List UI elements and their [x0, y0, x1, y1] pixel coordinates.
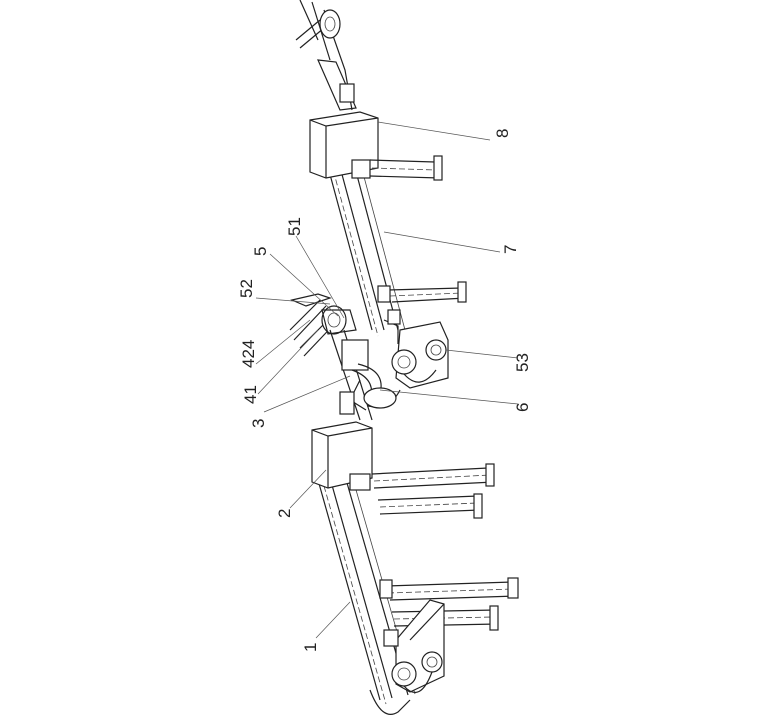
- label-6: 6: [513, 403, 532, 412]
- label-7: 7: [501, 245, 520, 254]
- label-1: 1: [301, 643, 320, 652]
- upper-hanging-arms: [369, 155, 467, 303]
- label-8: 8: [493, 129, 512, 138]
- label-5: 5: [251, 247, 270, 256]
- label-424: 424: [239, 340, 258, 368]
- label-53: 53: [513, 353, 532, 372]
- label-3: 3: [249, 419, 268, 428]
- label-52: 52: [237, 279, 256, 298]
- leader-lines: [255, 121, 519, 639]
- lower-hanging-arms: [371, 463, 519, 631]
- label-41: 41: [241, 385, 260, 404]
- label-2: 2: [275, 509, 294, 518]
- upper-drive-unit: [383, 309, 449, 389]
- upper-carriage-block: [309, 111, 379, 179]
- lower-drive-unit: [383, 599, 445, 694]
- center-mechanism: [289, 293, 401, 421]
- label-51: 51: [285, 217, 304, 236]
- lower-carriage-block: [311, 421, 373, 491]
- part-labels: 8 7 51 5 52 424 41 3 53 6 2 1: [237, 129, 532, 652]
- upper-tail-roller: [295, 0, 357, 111]
- lower-conveyor-beam: [317, 475, 416, 715]
